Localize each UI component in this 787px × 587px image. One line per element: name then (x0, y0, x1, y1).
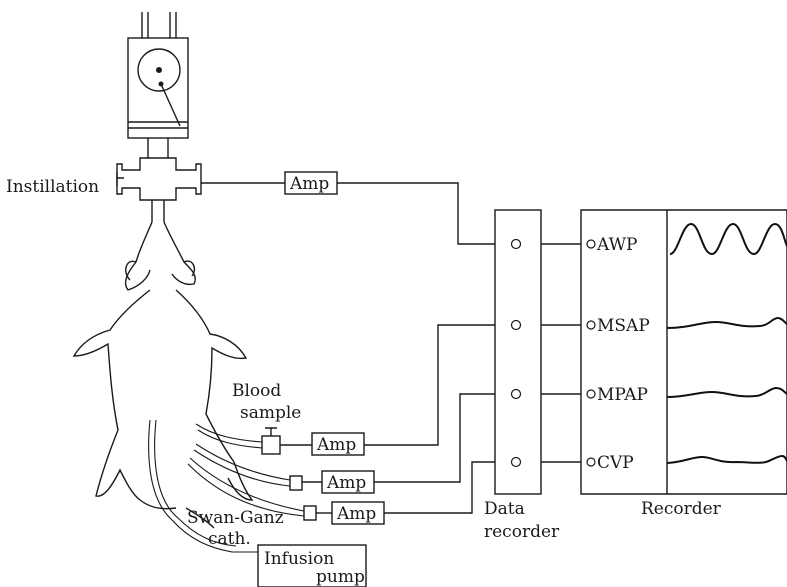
swan-ganz-catheter-b (154, 419, 237, 547)
blood-sample-line-b (197, 429, 263, 449)
blood-sample-label-2: sample (240, 403, 301, 423)
animal-outline (72, 221, 254, 529)
channel-cvp-label: CVP (597, 453, 634, 473)
mpap-transducer (303, 505, 317, 521)
swan-ganz-label-2: cath. (208, 529, 251, 549)
mpap-trace (666, 386, 787, 398)
mpap-line-a (189, 457, 305, 512)
channel-mpap-label: MPAP (597, 385, 648, 405)
stopcock-handle (265, 427, 277, 436)
mpap-signal-line (374, 393, 582, 483)
awp-signal-line (337, 182, 582, 245)
instillation-label: Instillation (6, 177, 99, 197)
swan-ganz-catheter-a (148, 419, 258, 553)
data-recorder-label-1: Data (484, 499, 525, 519)
channel-awp-label: AWP (596, 235, 638, 255)
msap-signal-line (364, 324, 582, 446)
cvp-line-b (193, 449, 291, 487)
cvp-line-a (195, 443, 291, 481)
amp-cvp-label: Amp (326, 473, 366, 493)
cvp-trace (666, 454, 787, 464)
msap-trace (666, 316, 787, 329)
data-recorder-label-2: recorder (484, 522, 560, 542)
infusion-pump-box (257, 544, 367, 587)
instillation-port (116, 172, 124, 186)
infusion-pump-label-2: pump (316, 567, 365, 587)
amp-msap (311, 432, 365, 456)
amp-airway-label: Amp (289, 174, 329, 194)
channel-msap-label: MSAP (597, 316, 650, 336)
data-recorder-ports (510, 238, 522, 468)
data-recorder-box (494, 209, 542, 495)
recorder-label: Recorder (641, 499, 722, 519)
recorder-inputs (586, 239, 596, 467)
blood-sample-stopcock (261, 435, 281, 455)
blood-sample-line-a (195, 423, 263, 443)
ventilator-pump (116, 12, 202, 222)
blood-sample-label-1: Blood (232, 381, 281, 401)
swan-ganz-label-1: Swan-Ganz (187, 508, 284, 528)
recorder-box (580, 209, 787, 495)
mpap-line-b (187, 463, 305, 517)
infusion-pump-label-1: Infusion (264, 549, 334, 569)
cvp-signal-line (384, 461, 582, 514)
awp-trace (669, 222, 787, 256)
amp-mpap-label: Amp (336, 504, 376, 524)
amp-msap-label: Amp (316, 435, 356, 455)
cvp-transducer (289, 475, 303, 491)
